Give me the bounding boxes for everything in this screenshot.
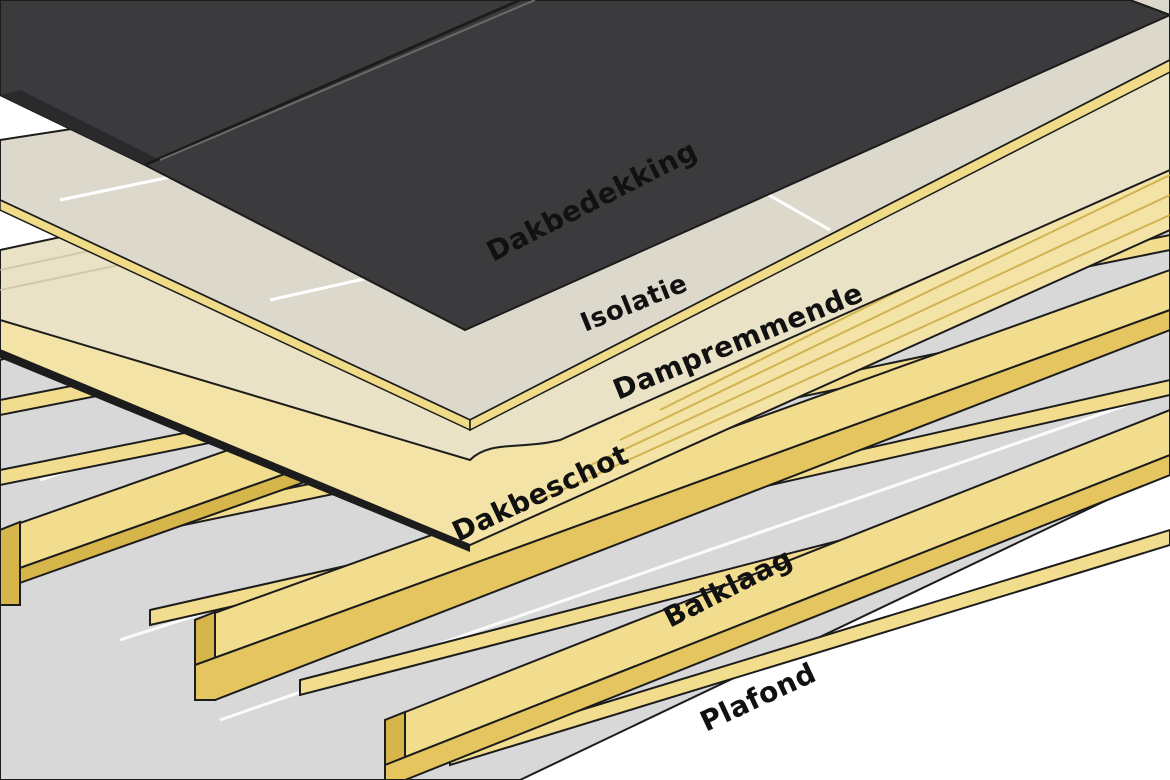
roof-covering-layer [0,0,1170,332]
